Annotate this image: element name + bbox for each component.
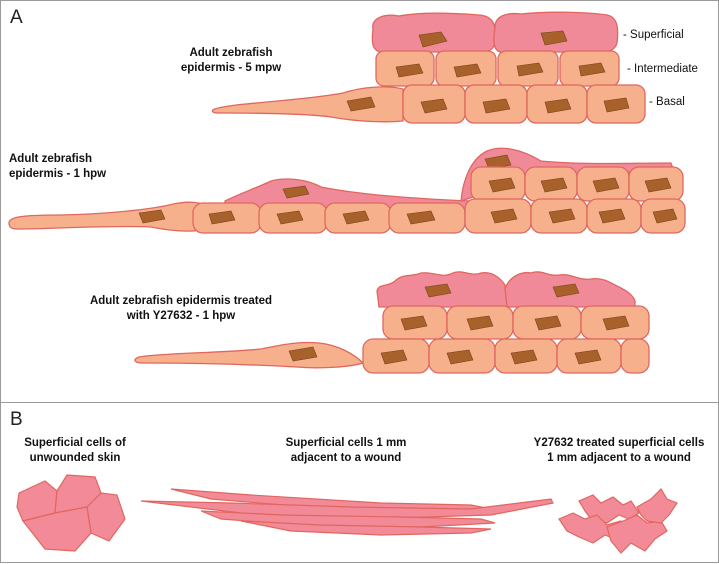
col2-label: Superficial cells 1 mm adjacent to a wou… (251, 436, 441, 466)
layer-label-intermediate: - Intermediate (627, 63, 698, 75)
row3-nucleus (534, 315, 562, 331)
row1-nucleus (578, 62, 606, 77)
irregular-cell (606, 514, 668, 554)
row2-nucleus (548, 208, 576, 224)
row1-nucleus (482, 98, 511, 114)
row1-nucleus (420, 98, 448, 114)
row3-nucleus (574, 349, 602, 365)
col1-label-line1: Superficial cells of (24, 437, 126, 449)
row1-label-line1: Adult zebrafish (189, 47, 273, 59)
col3-label-line2: 1 mm adjacent to a wound (547, 452, 691, 464)
row2-label: Adult zebrafish epidermis - 1 hpw (9, 152, 119, 182)
row3-label-line2: with Y27632 - 1 hpw (126, 310, 236, 322)
row3-nucleus (400, 315, 428, 331)
layer-label-superficial: - Superficial (623, 29, 684, 41)
elongated-cells (140, 488, 554, 536)
row3-basal-elongated-cell (134, 341, 365, 369)
row1-nucleus (418, 31, 448, 48)
epidermis-diagram: .bc { fill: #f7b08c; stroke: #e0675f; st… (8, 11, 686, 374)
row3-nucleus (466, 315, 494, 331)
panel-a-letter: A (10, 7, 23, 28)
row3-nucleus (552, 283, 580, 298)
row2-nucleus (208, 210, 236, 225)
treated-irregular-cells (558, 488, 678, 554)
row1-epidermis (211, 11, 646, 124)
row3-label-line1: Adult zebrafish epidermis treated (89, 295, 273, 307)
layer-label-basal: - Basal (649, 96, 685, 108)
row1-label: Adult zebrafish epidermis - 5 mpw (151, 46, 311, 76)
row3-nucleus (446, 349, 474, 365)
row2-nucleus (138, 209, 166, 224)
row2-nucleus (484, 154, 512, 170)
col2-label-line2: adjacent to a wound (290, 452, 402, 464)
col2-label-line1: Superficial cells 1 mm (285, 437, 407, 449)
superficial-cells-diagram: .sb { fill: #f28a98; stroke: #e0675f; st… (16, 474, 678, 554)
row1-nucleus (544, 98, 572, 114)
panel-a: A .bc { fill: #f7b08c; stroke: #e0675f; … (0, 0, 719, 403)
panel-b-letter: B (10, 409, 23, 430)
row3-nucleus (510, 349, 538, 365)
row2-label-line1: Adult zebrafish (9, 153, 93, 165)
row3-label: Adult zebrafish epidermis treated with Y… (61, 294, 301, 324)
col3-label: Y27632 treated superficial cells 1 mm ad… (521, 436, 717, 466)
row2-nucleus (406, 210, 436, 225)
row1-nucleus (346, 96, 376, 112)
row2-nucleus (282, 185, 310, 199)
col1-label-line2: unwounded skin (29, 452, 121, 464)
row3-nucleus (424, 283, 452, 298)
row1-nucleus (516, 62, 544, 77)
elongated-cell (240, 520, 492, 536)
row1-label-line2: epidermis - 5 mpw (180, 62, 282, 74)
row2-epidermis (8, 147, 686, 234)
row3-nucleus (288, 346, 318, 362)
row1-nucleus (453, 63, 482, 78)
row2-nucleus (592, 177, 620, 193)
row2-label-line2: epidermis - 1 hpw (9, 168, 107, 180)
row2-nucleus (490, 208, 518, 224)
row3-epidermis (134, 271, 650, 374)
row2-basal-elongated-cell (8, 201, 208, 232)
row1-basal-elongated-cell (211, 86, 404, 123)
row2-nucleus (540, 177, 568, 193)
row3-nucleus (380, 349, 408, 365)
row1-nucleus (603, 97, 630, 113)
row3-nucleus (602, 315, 630, 331)
row2-nucleus (276, 210, 304, 225)
row1-nucleus (395, 63, 424, 78)
panel-b: B Superficial cells of unwounded skin Su… (0, 402, 719, 563)
row2-nucleus (652, 208, 678, 224)
col1-label: Superficial cells of unwounded skin (5, 436, 145, 466)
row1-nucleus (540, 30, 568, 46)
row2-superficial-cell (224, 178, 472, 210)
row2-nucleus (342, 210, 370, 225)
col3-label-line1: Y27632 treated superficial cells (533, 437, 705, 449)
row2-nucleus (488, 177, 516, 193)
row2-nucleus (598, 208, 626, 224)
row3-basal-cell (620, 338, 650, 374)
polygonal-cell (21, 506, 92, 552)
row2-nucleus (644, 177, 672, 193)
unwounded-cells (16, 474, 126, 552)
irregular-cell (636, 488, 678, 524)
